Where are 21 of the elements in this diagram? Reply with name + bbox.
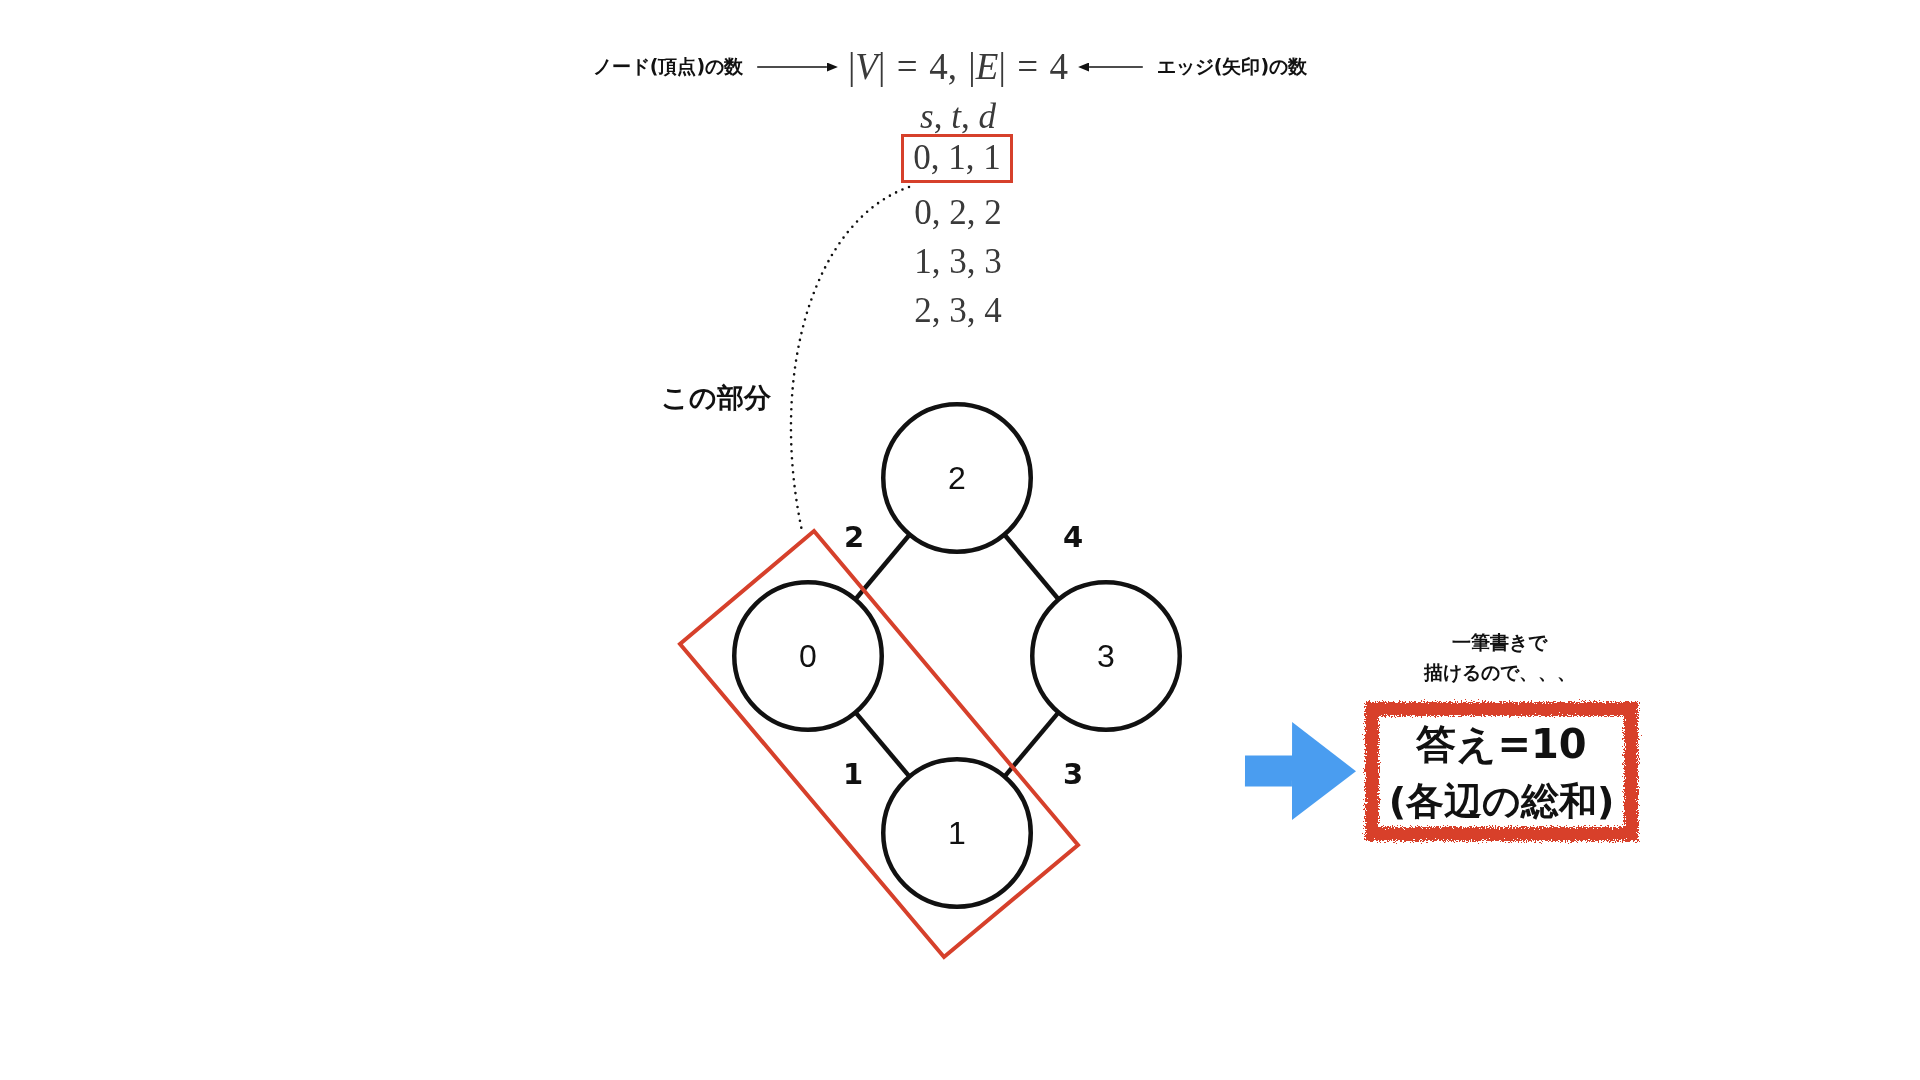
result-text: 答え=10	[1416, 720, 1587, 767]
graph-edge	[1002, 711, 1061, 778]
graph-node: 0	[732, 580, 884, 732]
graph-edge	[853, 533, 912, 601]
block-arrow	[1244, 722, 1356, 821]
table-row: 1, 3, 3	[914, 241, 1002, 283]
caption-text: 一筆書きで描けるので、、、	[1422, 630, 1577, 685]
highlighted-row: 0, 1, 1	[901, 134, 1013, 183]
arrow	[756, 62, 838, 72]
annotation: エッジ(矢印)の数	[1156, 56, 1308, 78]
graph-node: 3	[1030, 580, 1182, 732]
graph-node: 1	[881, 757, 1033, 909]
arrow	[1078, 62, 1144, 72]
graph-edge	[1002, 533, 1061, 601]
table-row: 0, 2, 2	[914, 192, 1002, 234]
graph-edge	[853, 711, 912, 778]
table-row: 2, 3, 4	[914, 290, 1002, 332]
annotation: ノード(頂点)の数	[592, 56, 744, 78]
result-text: (各辺の総和)	[1388, 779, 1615, 824]
formula: |V| = 4, |E| = 4	[847, 45, 1069, 89]
graph-node: 2	[881, 402, 1033, 554]
